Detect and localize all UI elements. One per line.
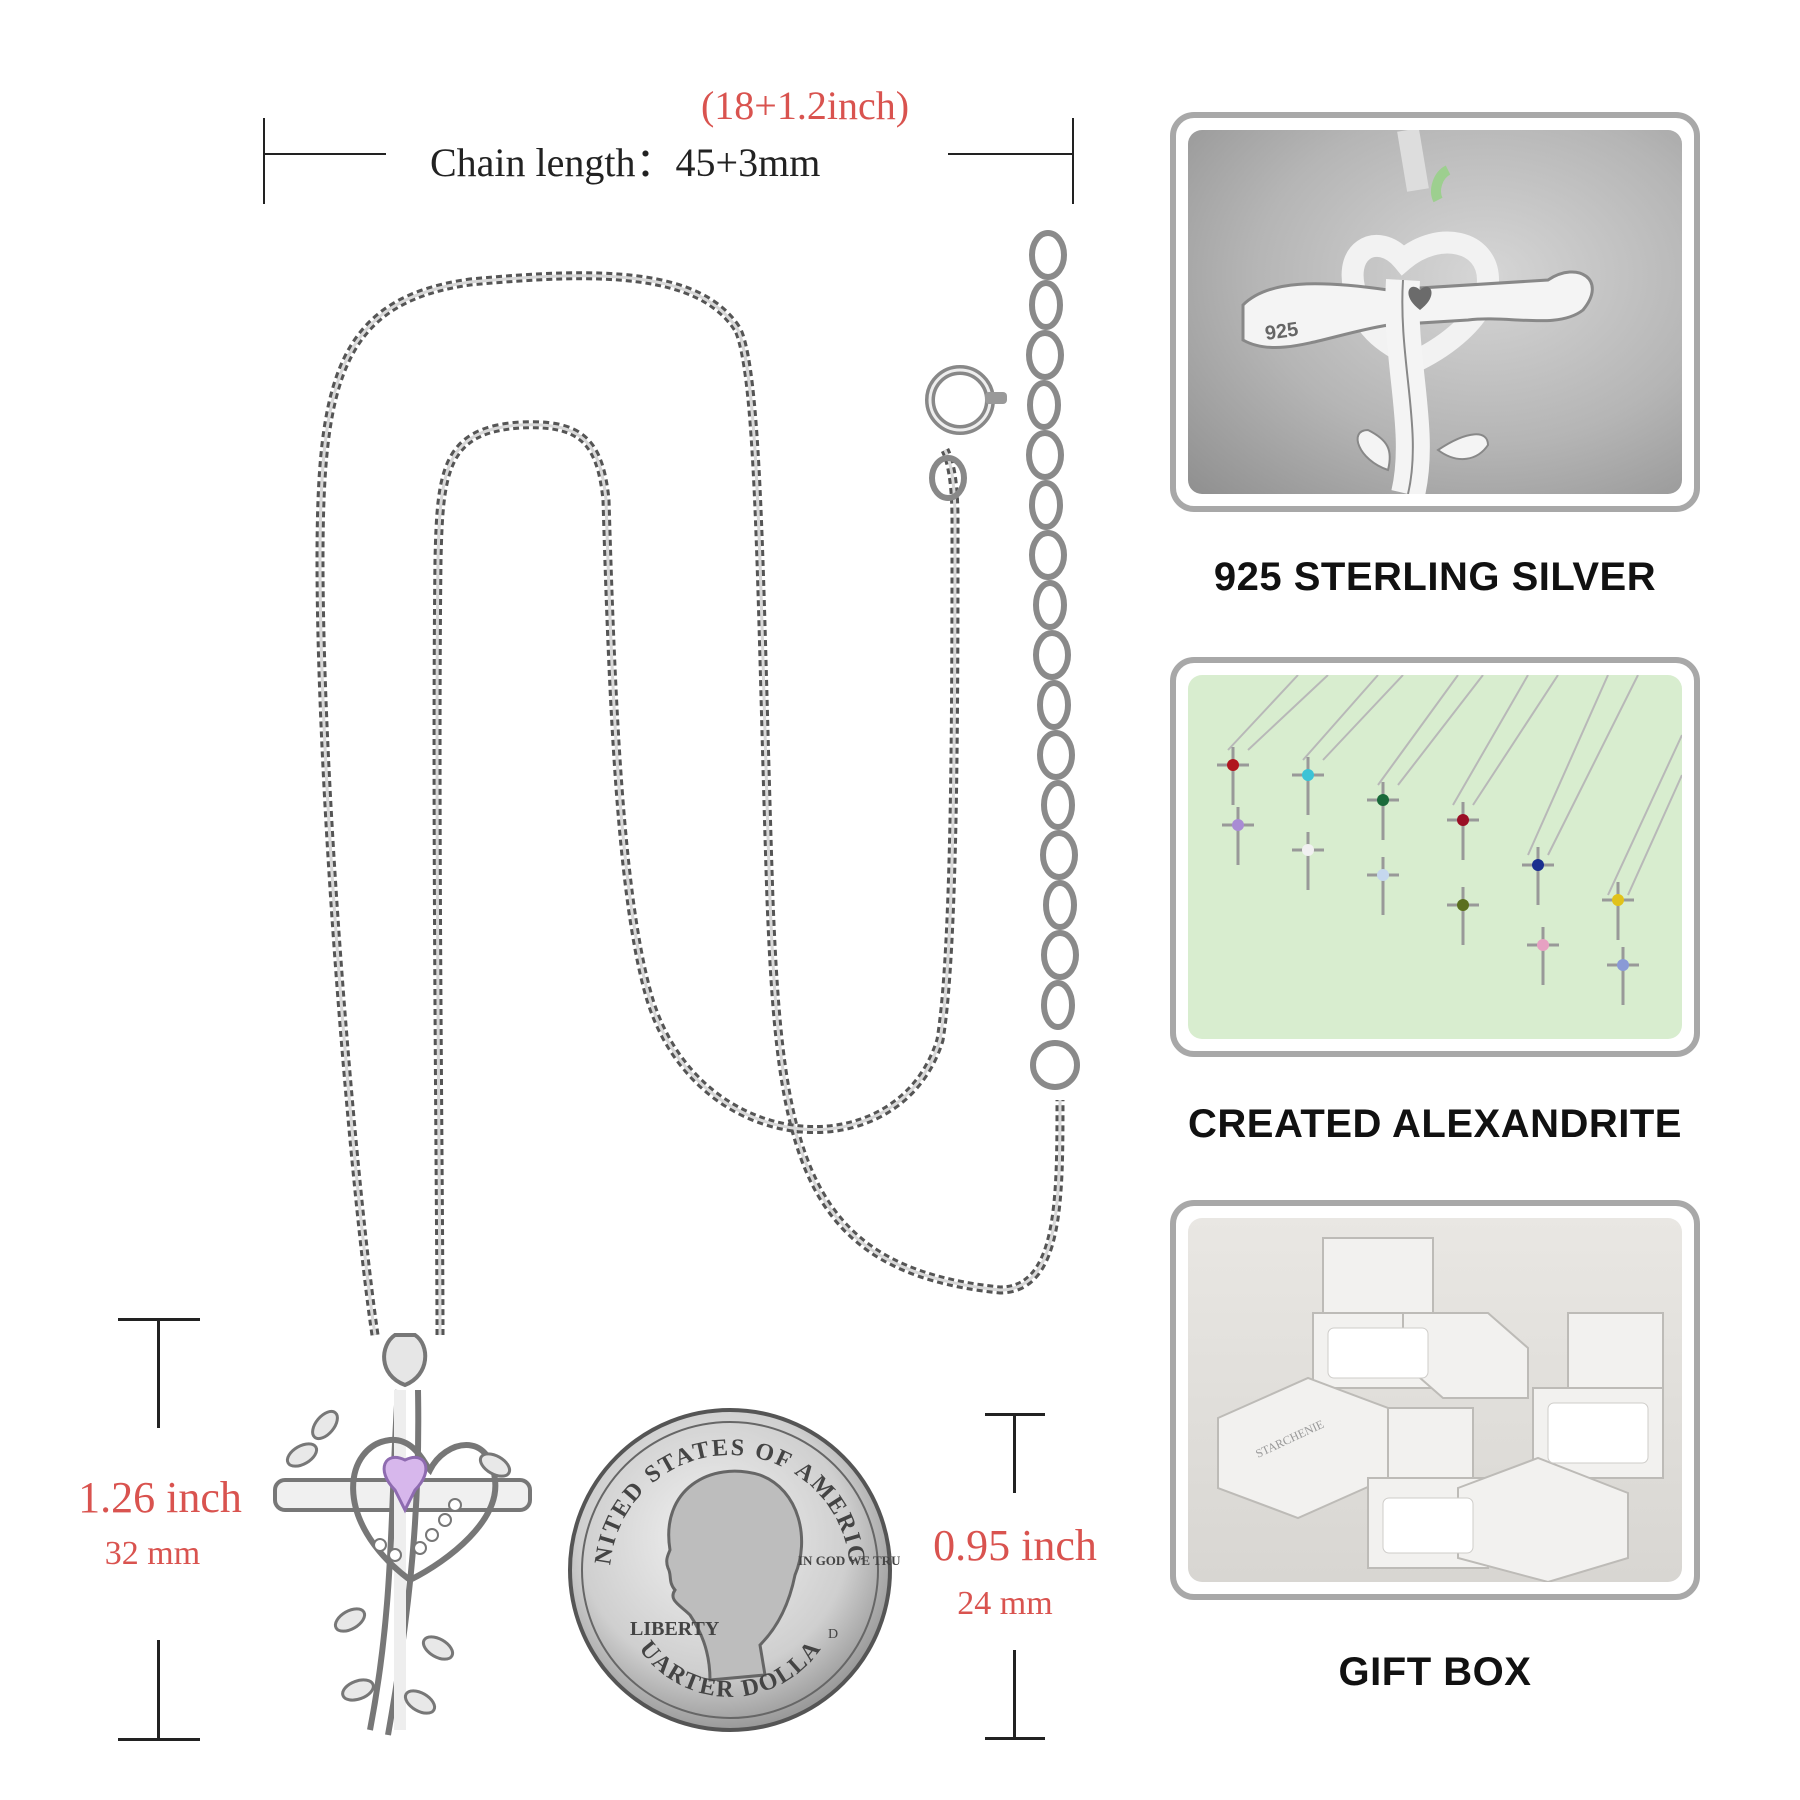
- coin-diameter-inch: 0.95 inch: [933, 1521, 1097, 1570]
- chain-dim-right-line: [948, 153, 1073, 155]
- birthstone-pendants: [1217, 747, 1639, 1005]
- gift-boxes-photo: STARCHENIE: [1217, 1237, 1664, 1582]
- spring-ring-clasp: [925, 365, 1007, 501]
- pendant-dim-top-line: [157, 1318, 160, 1428]
- pendant-height-mm: 32 mm: [104, 1535, 201, 1572]
- silver-stamp-925: 925: [1264, 319, 1300, 345]
- pendant-back-photo: 925: [1241, 130, 1594, 494]
- quarter-coin: UNITED STATES OF AMERICA QUARTER DOLLAR …: [560, 1400, 900, 1732]
- necklace-illustration: [273, 230, 1080, 1736]
- coin-dim-bottom-bar: [985, 1737, 1045, 1740]
- coin-mint-mark: D: [828, 1627, 838, 1642]
- coin-trust-text: IN GOD WE TRUST: [798, 1553, 900, 1568]
- extender-chain: [1026, 230, 1080, 1090]
- washington-portrait: [665, 1469, 803, 1682]
- pendant-height-inch: 1.26 inch: [78, 1473, 242, 1522]
- coin-diameter-mm: 24 mm: [957, 1585, 1053, 1622]
- birthstone-collection-photo: [1217, 675, 1682, 1005]
- panel-sterling-silver-photo: 925: [1188, 130, 1682, 494]
- coin-dim-top-line: [1013, 1413, 1016, 1493]
- panel-sterling-silver: 925: [1170, 112, 1700, 512]
- chain-outer-strand: [315, 271, 1065, 1336]
- cross-pendant: [273, 1333, 532, 1736]
- pendant-dim-bottom-bar: [118, 1738, 200, 1741]
- coin-dim-bottom-line: [1013, 1650, 1016, 1738]
- chain-length-mm: Chain length：45+3mm: [430, 140, 821, 185]
- panel-alexandrite-photo: [1188, 675, 1682, 1039]
- label-sterling-silver: 925 STERLING SILVER: [1213, 555, 1657, 599]
- chain-dim-right-tick: [1072, 118, 1074, 204]
- panel-created-alexandrite: [1170, 657, 1700, 1057]
- heart-gemstone: [382, 1455, 428, 1514]
- chain-dim-left-tick: [263, 118, 265, 204]
- panel-gift-box: STARCHENIE: [1170, 1200, 1700, 1600]
- coin-liberty-text: LIBERTY: [630, 1618, 720, 1640]
- chain-inner-strand: [432, 420, 960, 1336]
- chain-length-inch: (18+1.2inch): [700, 83, 910, 128]
- label-created-alexandrite: CREATED ALEXANDRITE: [1188, 1102, 1682, 1146]
- chain-dim-left-line: [263, 153, 386, 155]
- panel-gift-box-photo: STARCHENIE: [1188, 1218, 1682, 1582]
- label-gift-box: GIFT BOX: [1338, 1650, 1532, 1694]
- pendant-dim-bottom-line: [157, 1640, 160, 1740]
